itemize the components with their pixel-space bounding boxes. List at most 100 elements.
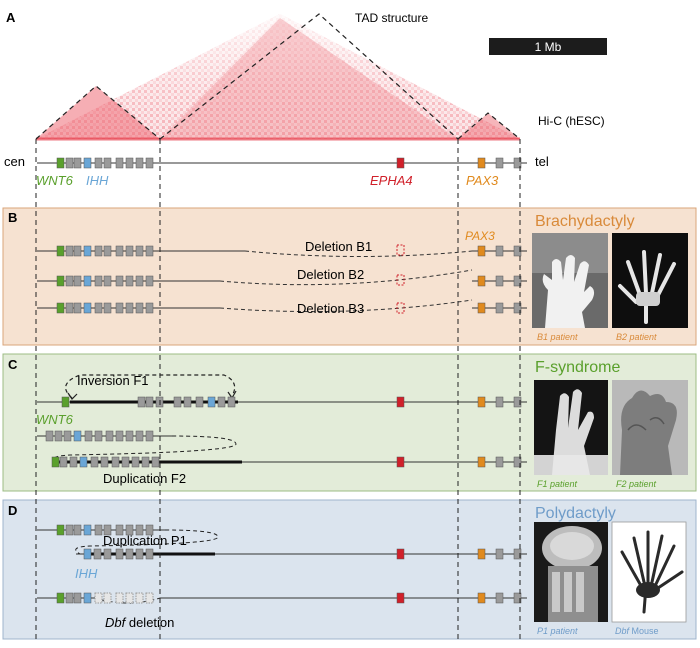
gene-box (105, 430, 114, 442)
panel-d-ihh-label: IHH (75, 566, 98, 581)
panel-c-wnt6-label: WNT6 (36, 412, 74, 427)
tad-outlines (35, 13, 521, 140)
gene-box (495, 275, 504, 287)
gene-box (217, 396, 226, 408)
photo-f2-patient (612, 380, 688, 475)
gene-box (111, 456, 120, 468)
gene-tracks-b (56, 245, 522, 314)
scale-bar (489, 38, 607, 55)
photo-dbf-mouse (611, 521, 687, 623)
tel-label: tel (535, 154, 549, 169)
dbf-rest: deletion (125, 615, 174, 630)
duplication-p1-label: Duplication P1 (103, 533, 187, 548)
panel-a-letter: A (6, 10, 16, 25)
gene-box (59, 456, 68, 468)
gene-box (54, 430, 63, 442)
gene-box (115, 548, 124, 560)
gene-pax3 (477, 302, 486, 314)
gene-box (125, 430, 134, 442)
gene-box (103, 302, 112, 314)
gene-box (513, 396, 522, 408)
gene-box (125, 302, 134, 314)
photo-f1-patient (534, 380, 608, 475)
gene-box (73, 524, 82, 536)
gene-wnt6 (56, 302, 65, 314)
gene-label-ihh: IHH (86, 173, 109, 188)
caption-b2: B2 patient (616, 332, 657, 342)
gene-box (135, 245, 144, 257)
gene-box (125, 157, 134, 169)
gene-box (73, 592, 82, 604)
gene-box (94, 524, 103, 536)
gene-ihh (73, 430, 82, 442)
tad-structure-title: TAD structure (355, 11, 428, 25)
gene-wnt6 (56, 245, 65, 257)
caption-dbf-italic: Dbf (615, 626, 631, 636)
dbf-italic: Dbf (105, 615, 127, 630)
gene-box (513, 275, 522, 287)
photo-b1-patient (532, 233, 608, 328)
gene-pax3 (477, 548, 486, 560)
gene-box (513, 456, 522, 468)
gene-track-a (56, 157, 522, 169)
gene-box (495, 157, 504, 169)
gene-box (73, 302, 82, 314)
deletion-b2-label: Deletion B2 (297, 267, 364, 282)
gene-box (115, 524, 124, 536)
caption-f2: F2 patient (616, 479, 657, 489)
gene-box (103, 245, 112, 257)
gene-box (173, 396, 182, 408)
gene-ihh (83, 302, 92, 314)
gene-box (145, 548, 154, 560)
gene-epha4 (396, 592, 405, 604)
gene-box (145, 275, 154, 287)
panel-b-letter: B (8, 210, 17, 225)
gene-box (69, 456, 78, 468)
gene-box (115, 245, 124, 257)
gene-wnt6 (61, 396, 70, 408)
gene-ihh (83, 275, 92, 287)
photo-p1-patient (534, 522, 608, 622)
gene-epha4 (396, 396, 405, 408)
gene-ihh (83, 157, 92, 169)
gene-box (227, 396, 236, 408)
gene-ihh (83, 245, 92, 257)
gene-box (131, 456, 140, 468)
gene-box (141, 456, 150, 468)
gene-box (145, 524, 154, 536)
panel-c-letter: C (8, 357, 18, 372)
gene-box (145, 592, 154, 604)
gene-tracks-c (45, 396, 522, 468)
caption-dbf-mouse: Dbf Mouse (615, 626, 659, 636)
gene-wnt6 (56, 157, 65, 169)
gene-box (137, 396, 146, 408)
gene-box (135, 548, 144, 560)
deletion-b3-label: Deletion B3 (297, 301, 364, 316)
hic-label: Hi-C (hESC) (538, 114, 605, 128)
gene-wnt6 (51, 456, 60, 468)
gene-box (135, 430, 144, 442)
gene-box (94, 245, 103, 257)
gene-box (513, 592, 522, 604)
gene-box (495, 396, 504, 408)
gene-box (513, 302, 522, 314)
gene-box (65, 524, 74, 536)
gene-box (84, 430, 93, 442)
gene-box (115, 157, 124, 169)
gene-box (495, 592, 504, 604)
gene-box (65, 592, 74, 604)
gene-box (94, 430, 103, 442)
gene-box (103, 548, 112, 560)
gene-ihh (79, 456, 88, 468)
gene-box (135, 157, 144, 169)
gene-box (121, 456, 130, 468)
gene-pax3 (477, 275, 486, 287)
gene-box (90, 456, 99, 468)
gene-box (135, 302, 144, 314)
gene-box (495, 548, 504, 560)
gene-pax3 (477, 245, 486, 257)
scale-bar-label: 1 Mb (535, 40, 562, 54)
gene-box (125, 275, 134, 287)
gene-box (151, 456, 160, 468)
cen-label: cen (4, 154, 25, 169)
